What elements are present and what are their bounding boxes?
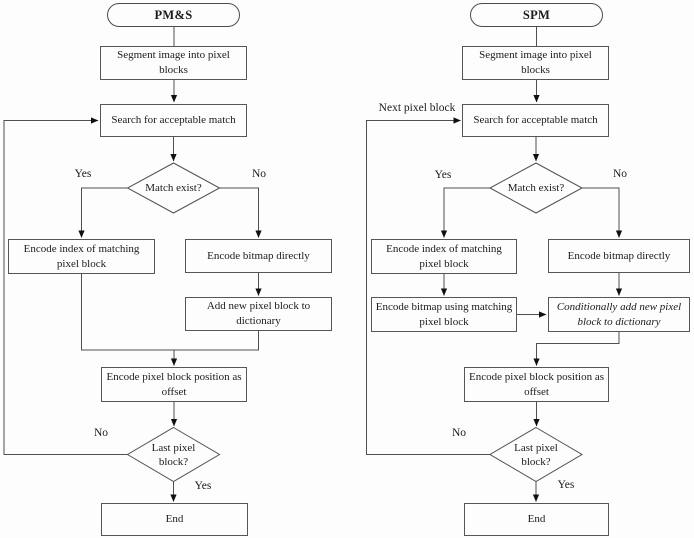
pms-encode-bitmap-step: Encode bitmap directly — [185, 239, 332, 273]
pms-encode-index-step: Encode index of matching pixel block — [8, 239, 155, 274]
spm-encode-index-label: Encode index of matching pixel block — [386, 242, 502, 270]
spm-start-terminal: SPM — [470, 3, 603, 27]
pms-yes-last-label: Yes — [194, 480, 212, 492]
spm-end-step: End — [464, 503, 609, 536]
spm-start-label: SPM — [522, 7, 551, 22]
pms-last-block-diamond-shape — [126, 426, 221, 483]
pms-last-block-decision: Last pixel block? — [128, 428, 219, 481]
pms-no-last-label: No — [93, 427, 109, 439]
pms-no-match-label: No — [251, 168, 267, 180]
pms-start-terminal: PM&S — [107, 3, 240, 27]
spm-edge-no-encodebitmap — [582, 187, 623, 238]
spm-edge-feedback-loop — [366, 117, 490, 455]
spm-encode-position-label: Encode pixel block position as offset — [468, 370, 605, 398]
spm-last-block-label: Last pixel block? — [514, 441, 558, 468]
spm-match-exist-diamond-shape — [488, 162, 584, 214]
spm-conditionally-add-step: Conditionally add new pixel block to dic… — [548, 297, 690, 332]
spm-edge-conditional-position — [533, 332, 620, 366]
pms-match-exist-label: Match exist? — [145, 182, 202, 194]
pms-encode-position-step: Encode pixel block position as offset — [101, 367, 247, 402]
pms-end-step: End — [101, 503, 248, 536]
spm-match-exist-decision: Match exist? — [490, 163, 582, 213]
spm-encode-index-step: Encode index of matching pixel block — [371, 239, 517, 274]
pms-end-label: End — [165, 513, 184, 525]
spm-no-match-label: No — [612, 168, 628, 180]
spm-encode-bitmap-step: Encode bitmap directly — [548, 239, 690, 273]
spm-encode-bitmap-matching-step: Encode bitmap using matching pixel block — [371, 297, 517, 332]
pms-connectors — [3, 27, 262, 502]
spm-no-last-label: No — [451, 427, 467, 439]
spm-yes-last-label: Yes — [557, 479, 575, 491]
spm-encode-bitmap-matching-label: Encode bitmap using matching pixel block — [375, 300, 513, 328]
spm-connectors — [366, 27, 623, 502]
spm-search-step: Search for acceptable match — [462, 104, 609, 137]
pms-encode-bitmap-label: Encode bitmap directly — [207, 249, 310, 262]
pms-edge-no-encodebitmap — [219, 187, 262, 238]
pms-add-new-step: Add new pixel block to dictionary — [185, 297, 332, 331]
pms-search-step: Search for acceptable match — [100, 104, 247, 137]
pms-edge-merge — [81, 274, 259, 351]
spm-encode-position-step: Encode pixel block position as offset — [464, 367, 609, 402]
pms-edge-feedback-loop — [3, 117, 128, 455]
spm-next-block-label: Next pixel block — [378, 102, 456, 114]
spm-conditionally-add-label: Conditionally add new pixel block to dic… — [556, 300, 682, 328]
spm-edge-yes-encodeindex — [440, 187, 490, 238]
spm-end-label: End — [527, 513, 546, 525]
spm-last-block-diamond-shape — [489, 426, 583, 483]
spm-last-block-decision: Last pixel block? — [490, 428, 582, 481]
pms-edge-yes-encodeindex — [78, 187, 128, 238]
pms-encode-position-label: Encode pixel block position as offset — [106, 370, 242, 398]
spm-encode-bitmap-label: Encode bitmap directly — [567, 249, 671, 262]
pms-yes-match-label: Yes — [74, 168, 92, 180]
spm-search-label: Search for acceptable match — [473, 114, 598, 126]
spm-match-exist-label: Match exist? — [507, 182, 565, 194]
pms-add-new-label: Add new pixel block to dictionary — [206, 300, 311, 327]
spm-yes-match-label: Yes — [434, 169, 452, 181]
spm-segment-step: Segment image into pixel blocks — [462, 46, 609, 80]
spm-segment-label: Segment image into pixel blocks — [479, 49, 592, 76]
pms-start-label: PM&S — [154, 7, 193, 22]
pms-last-block-label: Last pixel block? — [151, 441, 196, 468]
pms-match-exist-diamond-shape — [126, 162, 221, 214]
pms-encode-index-label: Encode index of matching pixel block — [23, 242, 140, 270]
pms-segment-label: Segment image into pixel blocks — [117, 49, 230, 76]
pms-match-exist-decision: Match exist? — [128, 163, 219, 213]
pms-segment-step: Segment image into pixel blocks — [100, 46, 247, 80]
pms-search-label: Search for acceptable match — [111, 114, 236, 126]
